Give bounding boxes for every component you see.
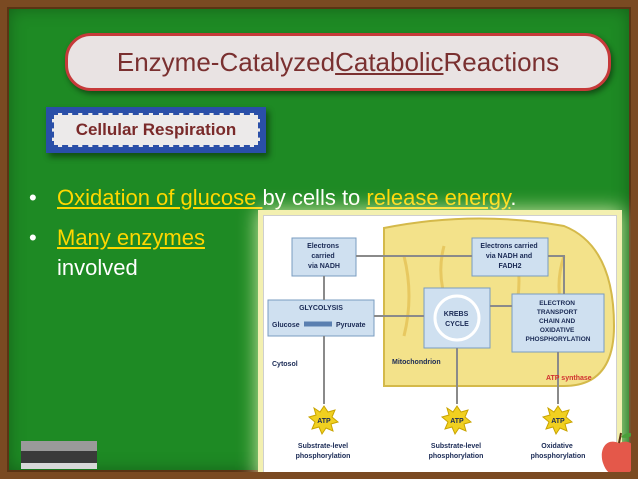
etc-line5: PHOSPHORYLATION <box>525 336 590 343</box>
electrons-fadh-line3: FADH2 <box>499 263 522 270</box>
apple-icon <box>599 429 638 479</box>
bullet-item-2: • Many enzymes involved <box>29 223 269 283</box>
output-2-line2: phosphorylation <box>429 453 484 460</box>
bullet-2-plain: involved <box>57 255 138 280</box>
glucose-label: Glucose <box>272 322 300 329</box>
atp-burst-2: ATP <box>442 406 471 434</box>
svg-text:Substrate-level phosph: Substrate-level phosphorylation Substrat… <box>296 443 586 460</box>
bullet-1-period: . <box>510 185 516 210</box>
bullet-2-highlight: Many enzymes <box>57 225 205 250</box>
bullet-1-highlight-1: Oxidation of glucose <box>57 185 262 210</box>
output-1-line1: Substrate-level <box>298 443 348 450</box>
bullet-dot: • <box>29 223 57 283</box>
electrons-fadh-line1: Electrons carried <box>480 243 537 250</box>
pyruvate-label: Pyruvate <box>336 322 366 329</box>
subtitle-box: Cellular Respiration <box>46 107 266 153</box>
etc-line3: CHAIN AND <box>539 318 576 325</box>
etc-line4: OXIDATIVE <box>540 327 575 334</box>
krebs-line2: CYCLE <box>445 321 469 328</box>
bullet-dot: • <box>29 183 57 213</box>
electrons-nadh-line2: carried <box>311 253 334 260</box>
atp-burst-1: ATP <box>309 406 338 434</box>
electrons-nadh-line3: via NADH <box>308 263 340 270</box>
eraser-icon <box>19 437 99 471</box>
etc-line2: TRANSPORT <box>537 309 577 316</box>
mitochondrion-label: Mitochondrion <box>392 359 441 366</box>
title-underlined: Catabolic <box>335 47 443 78</box>
output-3-line1: Oxidative <box>541 443 573 450</box>
etc-line1: ELECTRON <box>539 300 575 307</box>
output-2-line1: Substrate-level <box>431 443 481 450</box>
bullet-item-1: • Oxidation of glucose by cells to relea… <box>29 183 589 213</box>
cytosol-label: Cytosol <box>272 361 298 368</box>
electrons-nadh-line1: Electrons <box>307 243 339 250</box>
electrons-fadh-line2: via NADH and <box>486 253 532 260</box>
svg-text:Electrons carried: Electrons carried via NADH <box>307 243 341 270</box>
atp-label-1: ATP <box>317 418 331 425</box>
bullet-1-plain: by cells to <box>262 185 366 210</box>
respiration-diagram: Electrons carried via NADH Electrons car… <box>263 215 617 479</box>
title-suffix: Reactions <box>443 47 559 78</box>
bullet-text-1: Oxidation of glucose by cells to release… <box>57 183 516 213</box>
bullet-1-highlight-2: release energy <box>366 185 510 210</box>
krebs-line1: KREBS <box>444 311 469 318</box>
atp-synthase-label: ATP synthase <box>546 375 592 382</box>
title-prefix: Enzyme-Catalyzed <box>117 47 335 78</box>
atp-label-3: ATP <box>551 418 565 425</box>
output-3-line2: phosphorylation <box>531 453 586 460</box>
glycolysis-label: GLYCOLYSIS <box>299 305 343 312</box>
atp-label-2: ATP <box>450 418 464 425</box>
subtitle-label: Cellular Respiration <box>52 113 260 147</box>
slide-title: Enzyme-Catalyzed Catabolic Reactions <box>65 33 611 91</box>
atp-burst-3: ATP <box>543 406 572 434</box>
output-1-line2: phosphorylation <box>296 453 351 460</box>
bullet-text-2: Many enzymes involved <box>57 223 205 283</box>
